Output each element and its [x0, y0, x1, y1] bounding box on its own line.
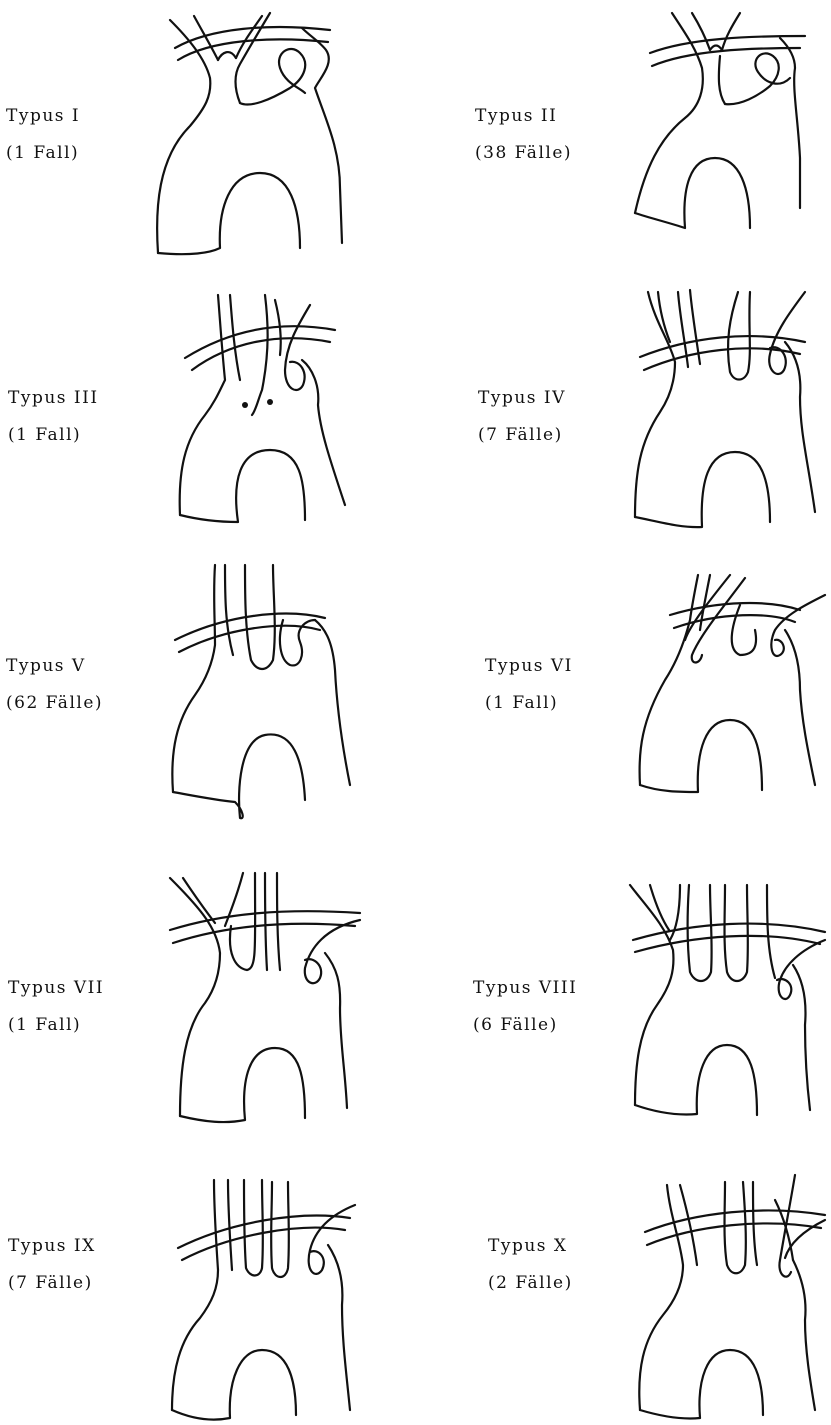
aortic-arch-diagram-10: [625, 1170, 831, 1420]
type-label-7: Typus VII (1 Fall): [8, 978, 104, 1035]
type-label-2: Typus II (38 Fälle): [475, 106, 572, 163]
type-name: Typus VII: [8, 978, 104, 998]
type-name: Typus V: [6, 656, 86, 676]
aortic-arch-diagram-2: [630, 8, 830, 238]
type-name: Typus II: [475, 106, 557, 126]
case-count: (1 Fall): [485, 693, 573, 713]
type-label-5: Typus V (62 Fälle): [6, 656, 103, 713]
type-name: Typus I: [6, 106, 80, 126]
case-count: (1 Fall): [6, 143, 80, 163]
aortic-arch-diagram-1: [150, 8, 370, 258]
case-count: (7 Fälle): [8, 1273, 96, 1293]
type-label-8: Typus VIII (6 Fälle): [473, 978, 577, 1035]
type-name: Typus IX: [8, 1236, 96, 1256]
aortic-arch-diagram-7: [165, 868, 365, 1128]
type-name: Typus VI: [485, 656, 573, 676]
case-count: (38 Fälle): [475, 143, 572, 163]
aortic-arch-diagram-3: [170, 290, 370, 530]
type-name: Typus III: [8, 388, 99, 408]
aortic-arch-diagram-5: [165, 560, 365, 820]
aortic-arch-diagram-4: [630, 282, 830, 532]
type-name: Typus VIII: [473, 978, 577, 998]
type-label-1: Typus I (1 Fall): [6, 106, 80, 163]
type-name: Typus X: [488, 1236, 568, 1256]
case-count: (2 Fälle): [488, 1273, 573, 1293]
type-label-10: Typus X (2 Fälle): [488, 1236, 573, 1293]
aortic-arch-diagram-8: [625, 880, 831, 1120]
aortic-arch-diagram-6: [630, 570, 830, 810]
type-label-6: Typus VI (1 Fall): [485, 656, 573, 713]
type-name: Typus IV: [478, 388, 566, 408]
aortic-arch-diagram-9: [160, 1170, 365, 1420]
case-count: (1 Fall): [8, 425, 99, 445]
type-label-3: Typus III (1 Fall): [8, 388, 99, 445]
case-count: (7 Fälle): [478, 425, 566, 445]
case-count: (1 Fall): [8, 1015, 104, 1035]
type-label-4: Typus IV (7 Fälle): [478, 388, 566, 445]
case-count: (6 Fälle): [473, 1015, 577, 1035]
case-count: (62 Fälle): [6, 693, 103, 713]
type-label-9: Typus IX (7 Fälle): [8, 1236, 96, 1293]
